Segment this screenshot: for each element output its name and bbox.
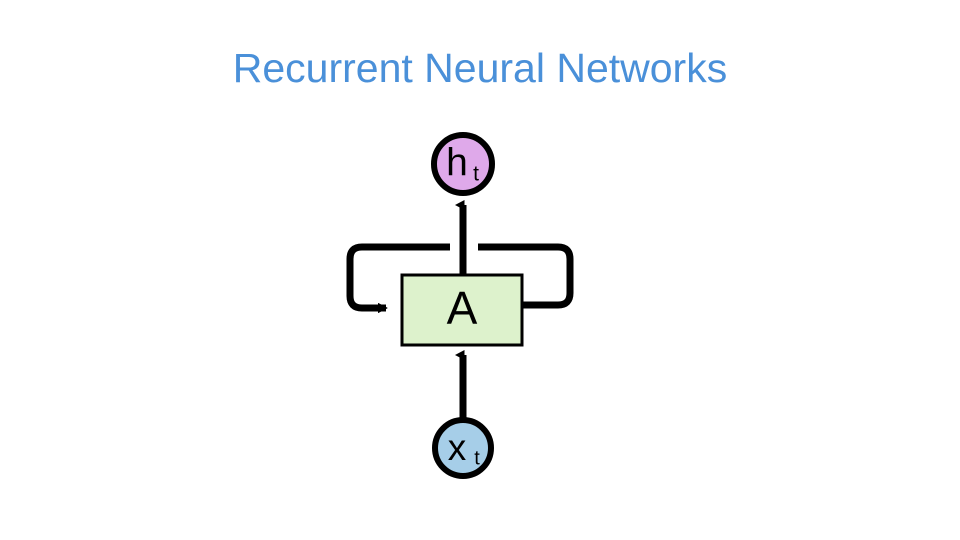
cell-rect xyxy=(400,273,524,347)
output-node-ht[interactable]: h t xyxy=(431,132,495,196)
input-node-subscript: t xyxy=(474,447,480,469)
rnn-cell-box[interactable]: A xyxy=(400,273,524,347)
input-node-label: x xyxy=(448,427,467,468)
edge-recurrent-loop xyxy=(346,243,574,308)
input-node-xt[interactable]: x t xyxy=(432,417,494,479)
output-node-label: h xyxy=(446,141,468,184)
page-title: Recurrent Neural Networks xyxy=(232,45,728,91)
cell-label: A xyxy=(447,282,478,334)
input-node-circle xyxy=(432,417,494,479)
output-node-subscript: t xyxy=(473,163,479,186)
output-node-circle xyxy=(431,132,495,196)
